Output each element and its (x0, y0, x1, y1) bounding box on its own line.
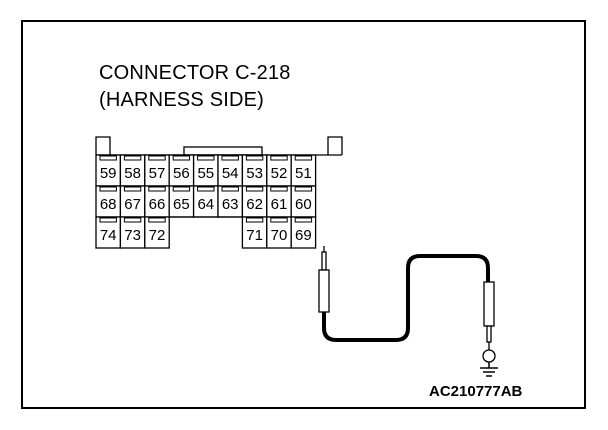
pin-number: 72 (149, 227, 166, 244)
test-probe-right (482, 281, 496, 363)
pin-terminal-notch (245, 217, 264, 223)
test-probe-left (318, 246, 330, 313)
pin-number: 52 (271, 165, 288, 182)
pin-number: 53 (246, 165, 263, 182)
pin-number: 51 (295, 165, 312, 182)
pin-number: 58 (124, 165, 141, 182)
pin-terminal-notch (99, 186, 117, 192)
pin-number: 74 (100, 227, 117, 244)
pin-terminal-notch (123, 186, 142, 192)
pin-number: 70 (271, 227, 288, 244)
pin-number: 66 (149, 196, 166, 213)
pin-terminal-notch (294, 186, 313, 192)
pin-terminal-notch (270, 186, 288, 192)
pin-number: 60 (295, 196, 312, 213)
pin-terminal-notch (270, 217, 288, 223)
pin-number: 55 (197, 165, 214, 182)
connector-title: CONNECTOR C-218 (99, 62, 291, 84)
pin-terminal-notch (221, 186, 239, 192)
ground-icon (480, 362, 498, 377)
connector-subtitle: (HARNESS SIDE) (99, 89, 265, 111)
pin-number: 69 (295, 227, 312, 244)
pin-number: 64 (197, 196, 214, 213)
pin-number: 67 (124, 196, 141, 213)
test-lead-wire (322, 254, 490, 342)
pin-number: 65 (173, 196, 190, 213)
pin-terminal-notch (221, 155, 239, 161)
reference-code: AC210777AB (429, 383, 523, 400)
pin-terminal-notch (294, 155, 313, 161)
outer-frame (21, 20, 586, 409)
pin-terminal-notch (123, 155, 142, 161)
pin-terminal-notch (123, 217, 142, 223)
pin-grid: 59 58 57 56 55 54 53 52 51 68 67 66 65 64 63 62 61 60 74 73… (95, 154, 317, 249)
pin-number: 57 (149, 165, 166, 182)
pin-number: 62 (246, 196, 263, 213)
pin-number: 63 (222, 196, 239, 213)
pin-terminal-notch (245, 186, 264, 192)
pin-terminal-notch (197, 186, 215, 192)
pin-terminal-notch (197, 155, 215, 161)
pin-number: 59 (100, 165, 117, 182)
pin-terminal-notch (148, 217, 166, 223)
pin-number: 56 (173, 165, 190, 182)
pin-number: 71 (246, 227, 263, 244)
pin-terminal-notch (99, 155, 117, 161)
pin-terminal-notch (148, 186, 166, 192)
pin-terminal-notch (294, 217, 313, 223)
pin-terminal-notch (148, 155, 166, 161)
pin-number: 61 (271, 196, 288, 213)
pin-terminal-notch (99, 217, 117, 223)
pin-number: 68 (100, 196, 117, 213)
pin-terminal-notch (172, 186, 191, 192)
pin-terminal-notch (270, 155, 288, 161)
pin-number: 73 (124, 227, 141, 244)
pin-terminal-notch (245, 155, 264, 161)
connector-housing (95, 136, 343, 156)
pin-number: 54 (222, 165, 239, 182)
pin-terminal-notch (172, 155, 191, 161)
